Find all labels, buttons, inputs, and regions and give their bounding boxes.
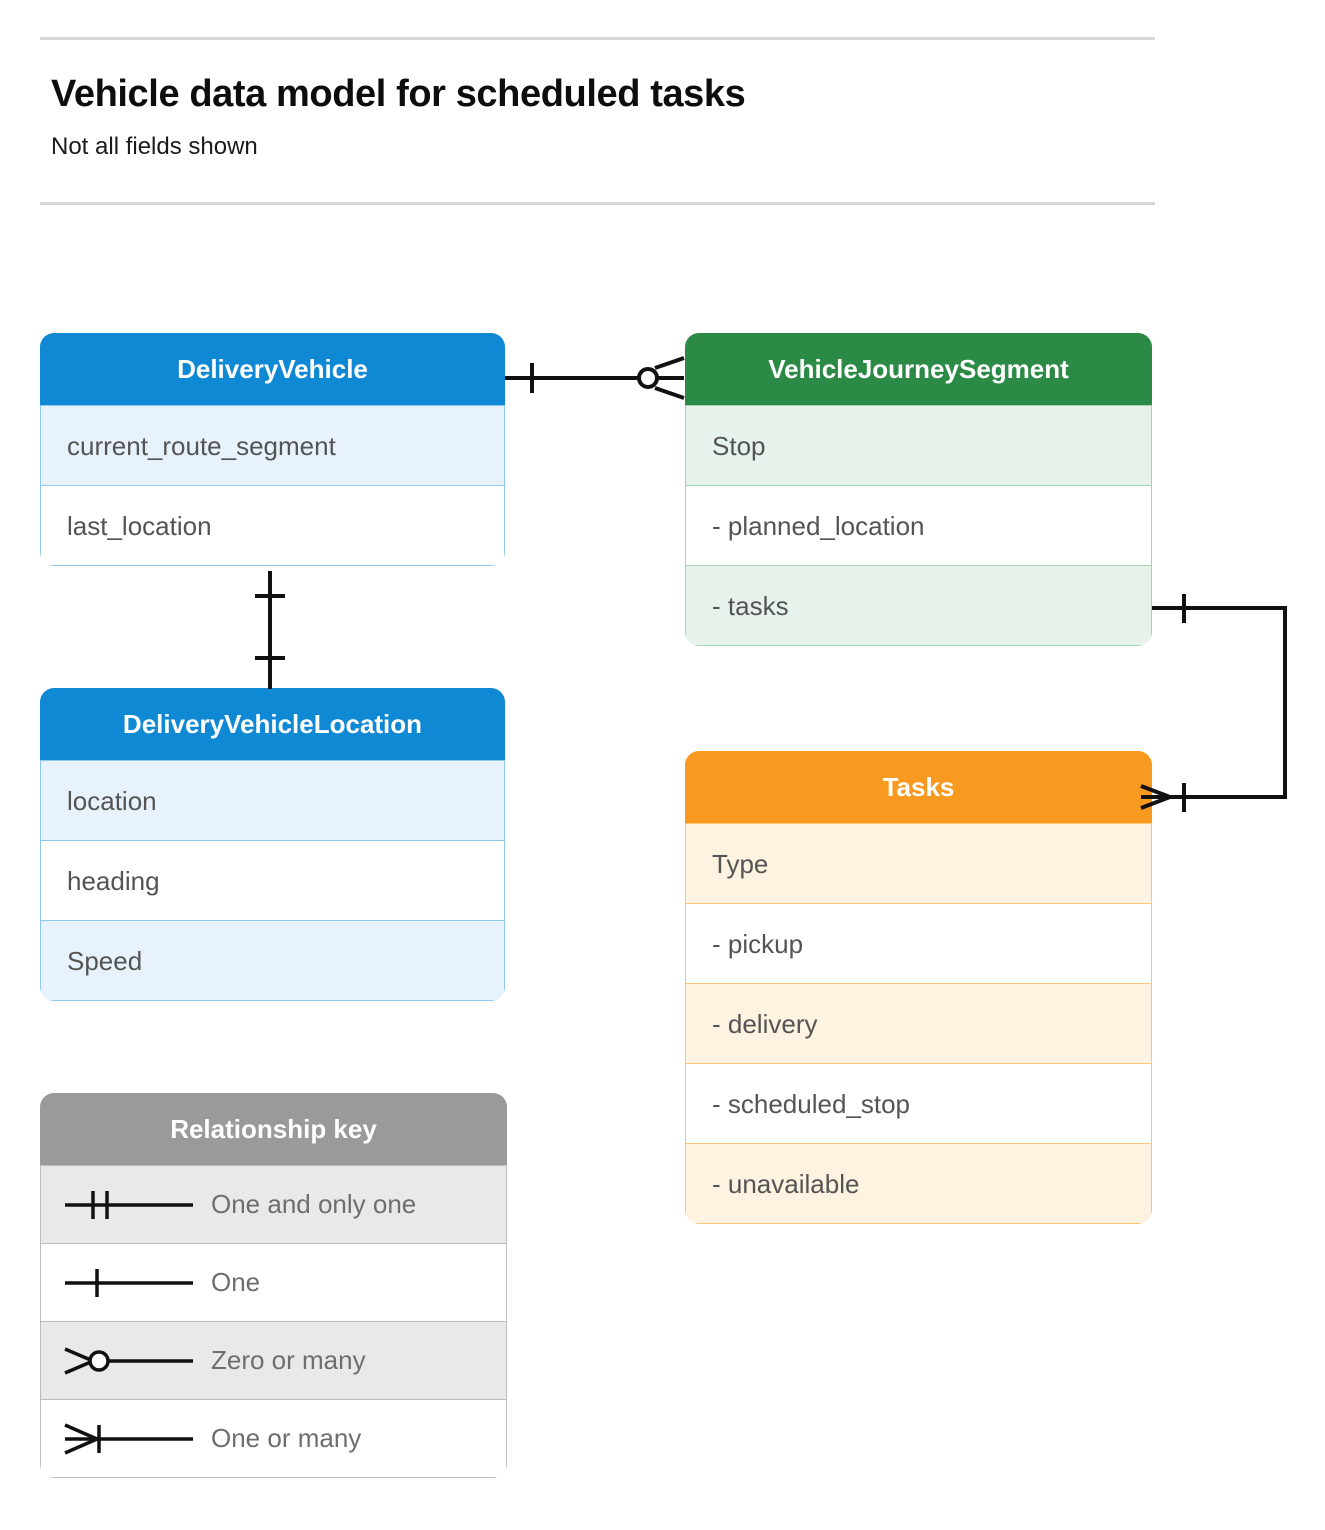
connector-journey-segment-tasks-to-tasks	[1140, 594, 1287, 812]
relationship-key-legend: Relationship key One and only one One	[40, 1093, 507, 1478]
field-delivery[interactable]: - delivery	[686, 983, 1151, 1063]
field-planned-location[interactable]: - planned_location	[686, 485, 1151, 565]
entity-delivery-vehicle-location-body: location heading Speed	[40, 760, 505, 1001]
entity-tasks[interactable]: Tasks Type - pickup - delivery - schedul…	[685, 751, 1152, 1224]
relationship-key-title: Relationship key	[40, 1093, 507, 1165]
legend-row-one-or-many: One or many	[41, 1399, 506, 1477]
entity-tasks-body: Type - pickup - delivery - scheduled_sto…	[685, 823, 1152, 1224]
legend-row-one-and-only-one: One and only one	[41, 1165, 506, 1243]
field-unavailable[interactable]: - unavailable	[686, 1143, 1151, 1223]
entity-vehicle-journey-segment[interactable]: VehicleJourneySegment Stop - planned_loc…	[685, 333, 1152, 646]
legend-row-one: One	[41, 1243, 506, 1321]
entity-vehicle-journey-segment-title: VehicleJourneySegment	[685, 333, 1152, 405]
field-pickup[interactable]: - pickup	[686, 903, 1151, 983]
page-title: Vehicle data model for scheduled tasks	[51, 73, 746, 115]
relationship-key-body: One and only one One Zero or many	[40, 1165, 507, 1478]
field-tasks[interactable]: - tasks	[686, 565, 1151, 645]
field-speed[interactable]: Speed	[41, 920, 504, 1000]
field-heading[interactable]: heading	[41, 840, 504, 920]
field-scheduled-stop[interactable]: - scheduled_stop	[686, 1063, 1151, 1143]
legend-label-one-and-only-one: One and only one	[211, 1189, 417, 1219]
legend-label-one: One	[211, 1267, 261, 1297]
header-bottom-divider	[40, 202, 1155, 205]
entity-tasks-title: Tasks	[685, 751, 1152, 823]
entity-delivery-vehicle-location-title: DeliveryVehicleLocation	[40, 688, 505, 760]
legend-label-zero-or-many: Zero or many	[211, 1345, 366, 1375]
entity-delivery-vehicle-location[interactable]: DeliveryVehicleLocation location heading…	[40, 688, 505, 1001]
connector-vehicle-to-location	[255, 571, 285, 689]
one-icon	[41, 1244, 211, 1321]
header-top-divider	[40, 37, 1155, 40]
field-current-route-segment[interactable]: current_route_segment	[41, 405, 504, 485]
field-type[interactable]: Type	[686, 823, 1151, 903]
one-or-many-icon	[41, 1400, 211, 1477]
entity-delivery-vehicle-body: current_route_segment last_location	[40, 405, 505, 566]
field-stop[interactable]: Stop	[686, 405, 1151, 485]
entity-delivery-vehicle[interactable]: DeliveryVehicle current_route_segment la…	[40, 333, 505, 566]
field-location[interactable]: location	[41, 760, 504, 840]
page-subtitle: Not all fields shown	[51, 133, 258, 160]
entity-delivery-vehicle-title: DeliveryVehicle	[40, 333, 505, 405]
field-last-location[interactable]: last_location	[41, 485, 504, 565]
zero-or-many-icon	[41, 1322, 211, 1399]
one-and-only-one-icon	[41, 1166, 211, 1243]
connector-vehicle-to-journey-segment	[505, 356, 685, 400]
legend-label-one-or-many: One or many	[211, 1423, 362, 1453]
legend-row-zero-or-many: Zero or many	[41, 1321, 506, 1399]
entity-vehicle-journey-segment-body: Stop - planned_location - tasks	[685, 405, 1152, 646]
